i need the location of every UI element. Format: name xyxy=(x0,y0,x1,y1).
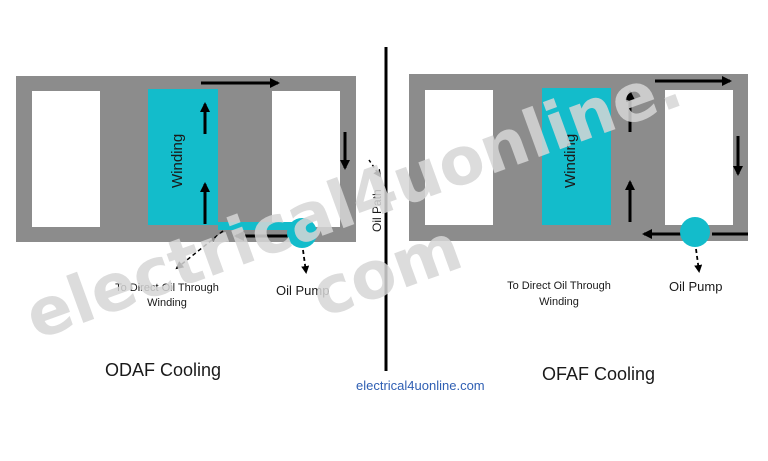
pump-label: Oil Pump xyxy=(669,279,722,294)
ofaf-panel: Winding Oil Pump To Direct Oil Through W… xyxy=(409,74,748,384)
oil-path-leader xyxy=(368,159,382,178)
note-line-1: To Direct Oil Through xyxy=(507,280,611,292)
panel-caption: ODAF Cooling xyxy=(105,360,221,380)
note-leader-line xyxy=(175,230,224,270)
winding-block xyxy=(542,88,611,225)
winding-label: Winding xyxy=(562,134,579,188)
pump-leader-line xyxy=(694,248,703,273)
core-window-right xyxy=(272,91,340,227)
core-window-left xyxy=(32,91,100,227)
note-line-2: Winding xyxy=(539,296,579,308)
winding-label: Winding xyxy=(169,134,186,188)
core-window-left xyxy=(425,90,493,225)
site-credit: electrical4uonline.com xyxy=(356,378,485,393)
note-line-1: To Direct Oil Through xyxy=(115,282,219,294)
center-divider: Oil Path electrical4uonline.com xyxy=(356,47,485,393)
note-line-2: Winding xyxy=(147,297,187,309)
panel-caption: OFAF Cooling xyxy=(542,364,655,384)
oil-path-label: Oil Path xyxy=(370,189,384,232)
core-window-right xyxy=(665,90,733,225)
pump-leader-line xyxy=(301,249,310,274)
oil-pump-icon xyxy=(680,217,710,247)
odaf-panel: Winding Oil Pump To Direct Oil Through W… xyxy=(16,76,356,380)
pump-label: Oil Pump xyxy=(276,283,329,298)
oil-pump-icon xyxy=(287,218,317,248)
oil-return-duct xyxy=(218,222,300,230)
